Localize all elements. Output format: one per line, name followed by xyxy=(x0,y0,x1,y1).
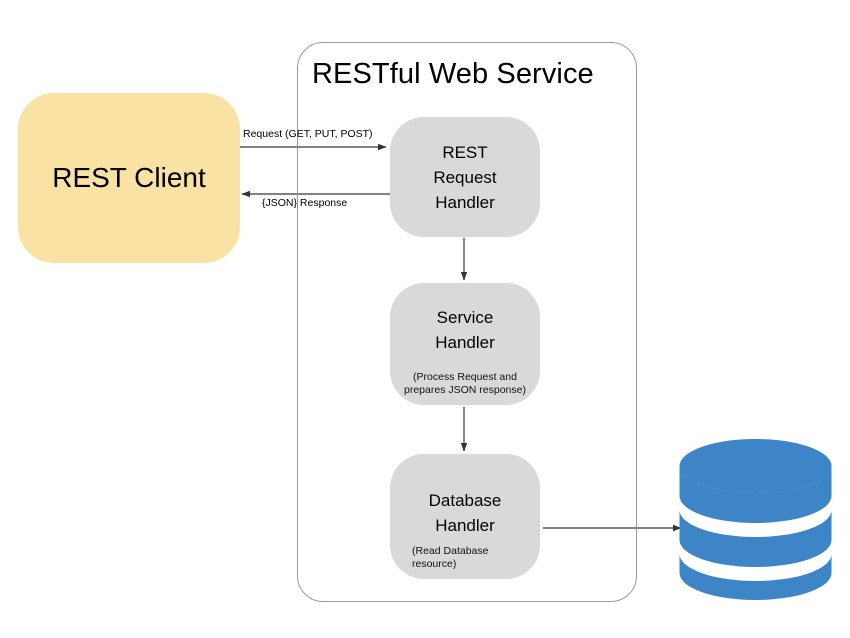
node-subtitle: (Read Database resource) xyxy=(412,545,489,570)
node-subtitle: (Process Request and prepares JSON respo… xyxy=(404,371,526,396)
rest-client-label: REST Client xyxy=(52,162,206,193)
edge-label-response: {JSON} Response xyxy=(262,197,348,209)
database-cylinder-icon xyxy=(678,438,833,601)
node-service-handler[interactable]: Service Handler (Process Request and pre… xyxy=(390,283,540,405)
edge-label-request: Request (GET, PUT, POST) xyxy=(243,128,373,140)
service-title: RESTful Web Service xyxy=(312,58,594,90)
node-database-handler[interactable]: Database Handler (Read Database resource… xyxy=(390,454,540,579)
node-title: REST Request Handler xyxy=(433,142,497,212)
node-title: Database Handler xyxy=(428,491,502,535)
rest-client-box[interactable]: REST Client xyxy=(18,93,240,263)
restful-web-service-container xyxy=(297,42,637,602)
node-title: Service Handler xyxy=(435,308,495,352)
node-rest-request-handler[interactable]: REST Request Handler xyxy=(390,117,540,237)
